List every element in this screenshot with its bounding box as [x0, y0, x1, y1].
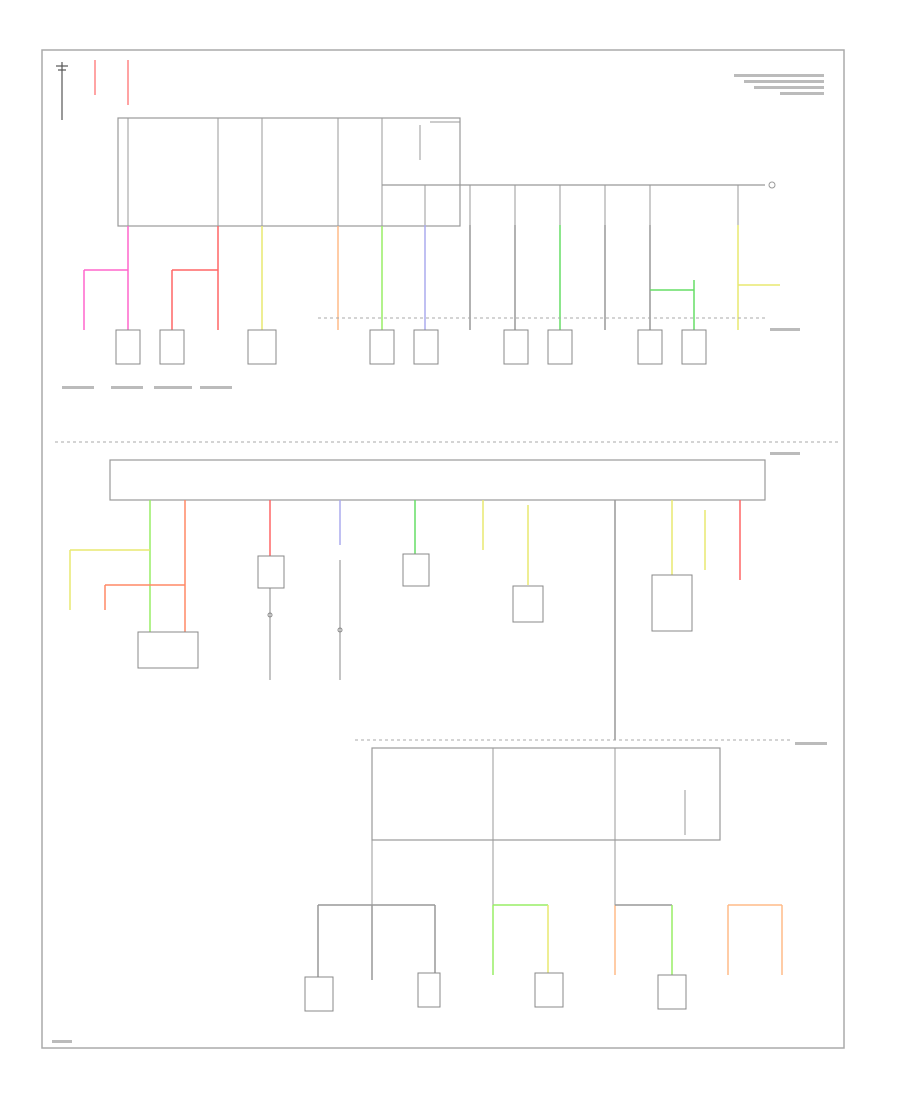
row1-colored-feeds: [83, 225, 780, 330]
row1-components: [115, 329, 707, 365]
label-marks: [52, 74, 827, 1043]
row2-switches: [267, 560, 343, 680]
row3-components: [304, 972, 687, 1012]
bottom-fuse-drops: [371, 748, 686, 905]
diagram-frame: [41, 49, 845, 1049]
mid-fuse-box: [109, 459, 766, 501]
secondary-fuse-drops: [424, 181, 776, 225]
bottom-fuse-box: [371, 747, 721, 841]
power-distribution-box: [117, 117, 461, 227]
row2-colored-feeds: [69, 500, 741, 740]
battery-section: [56, 60, 129, 120]
row3-colored-feeds: [317, 904, 783, 980]
top-fuse-row: [127, 118, 461, 226]
row2-components: [137, 553, 693, 669]
